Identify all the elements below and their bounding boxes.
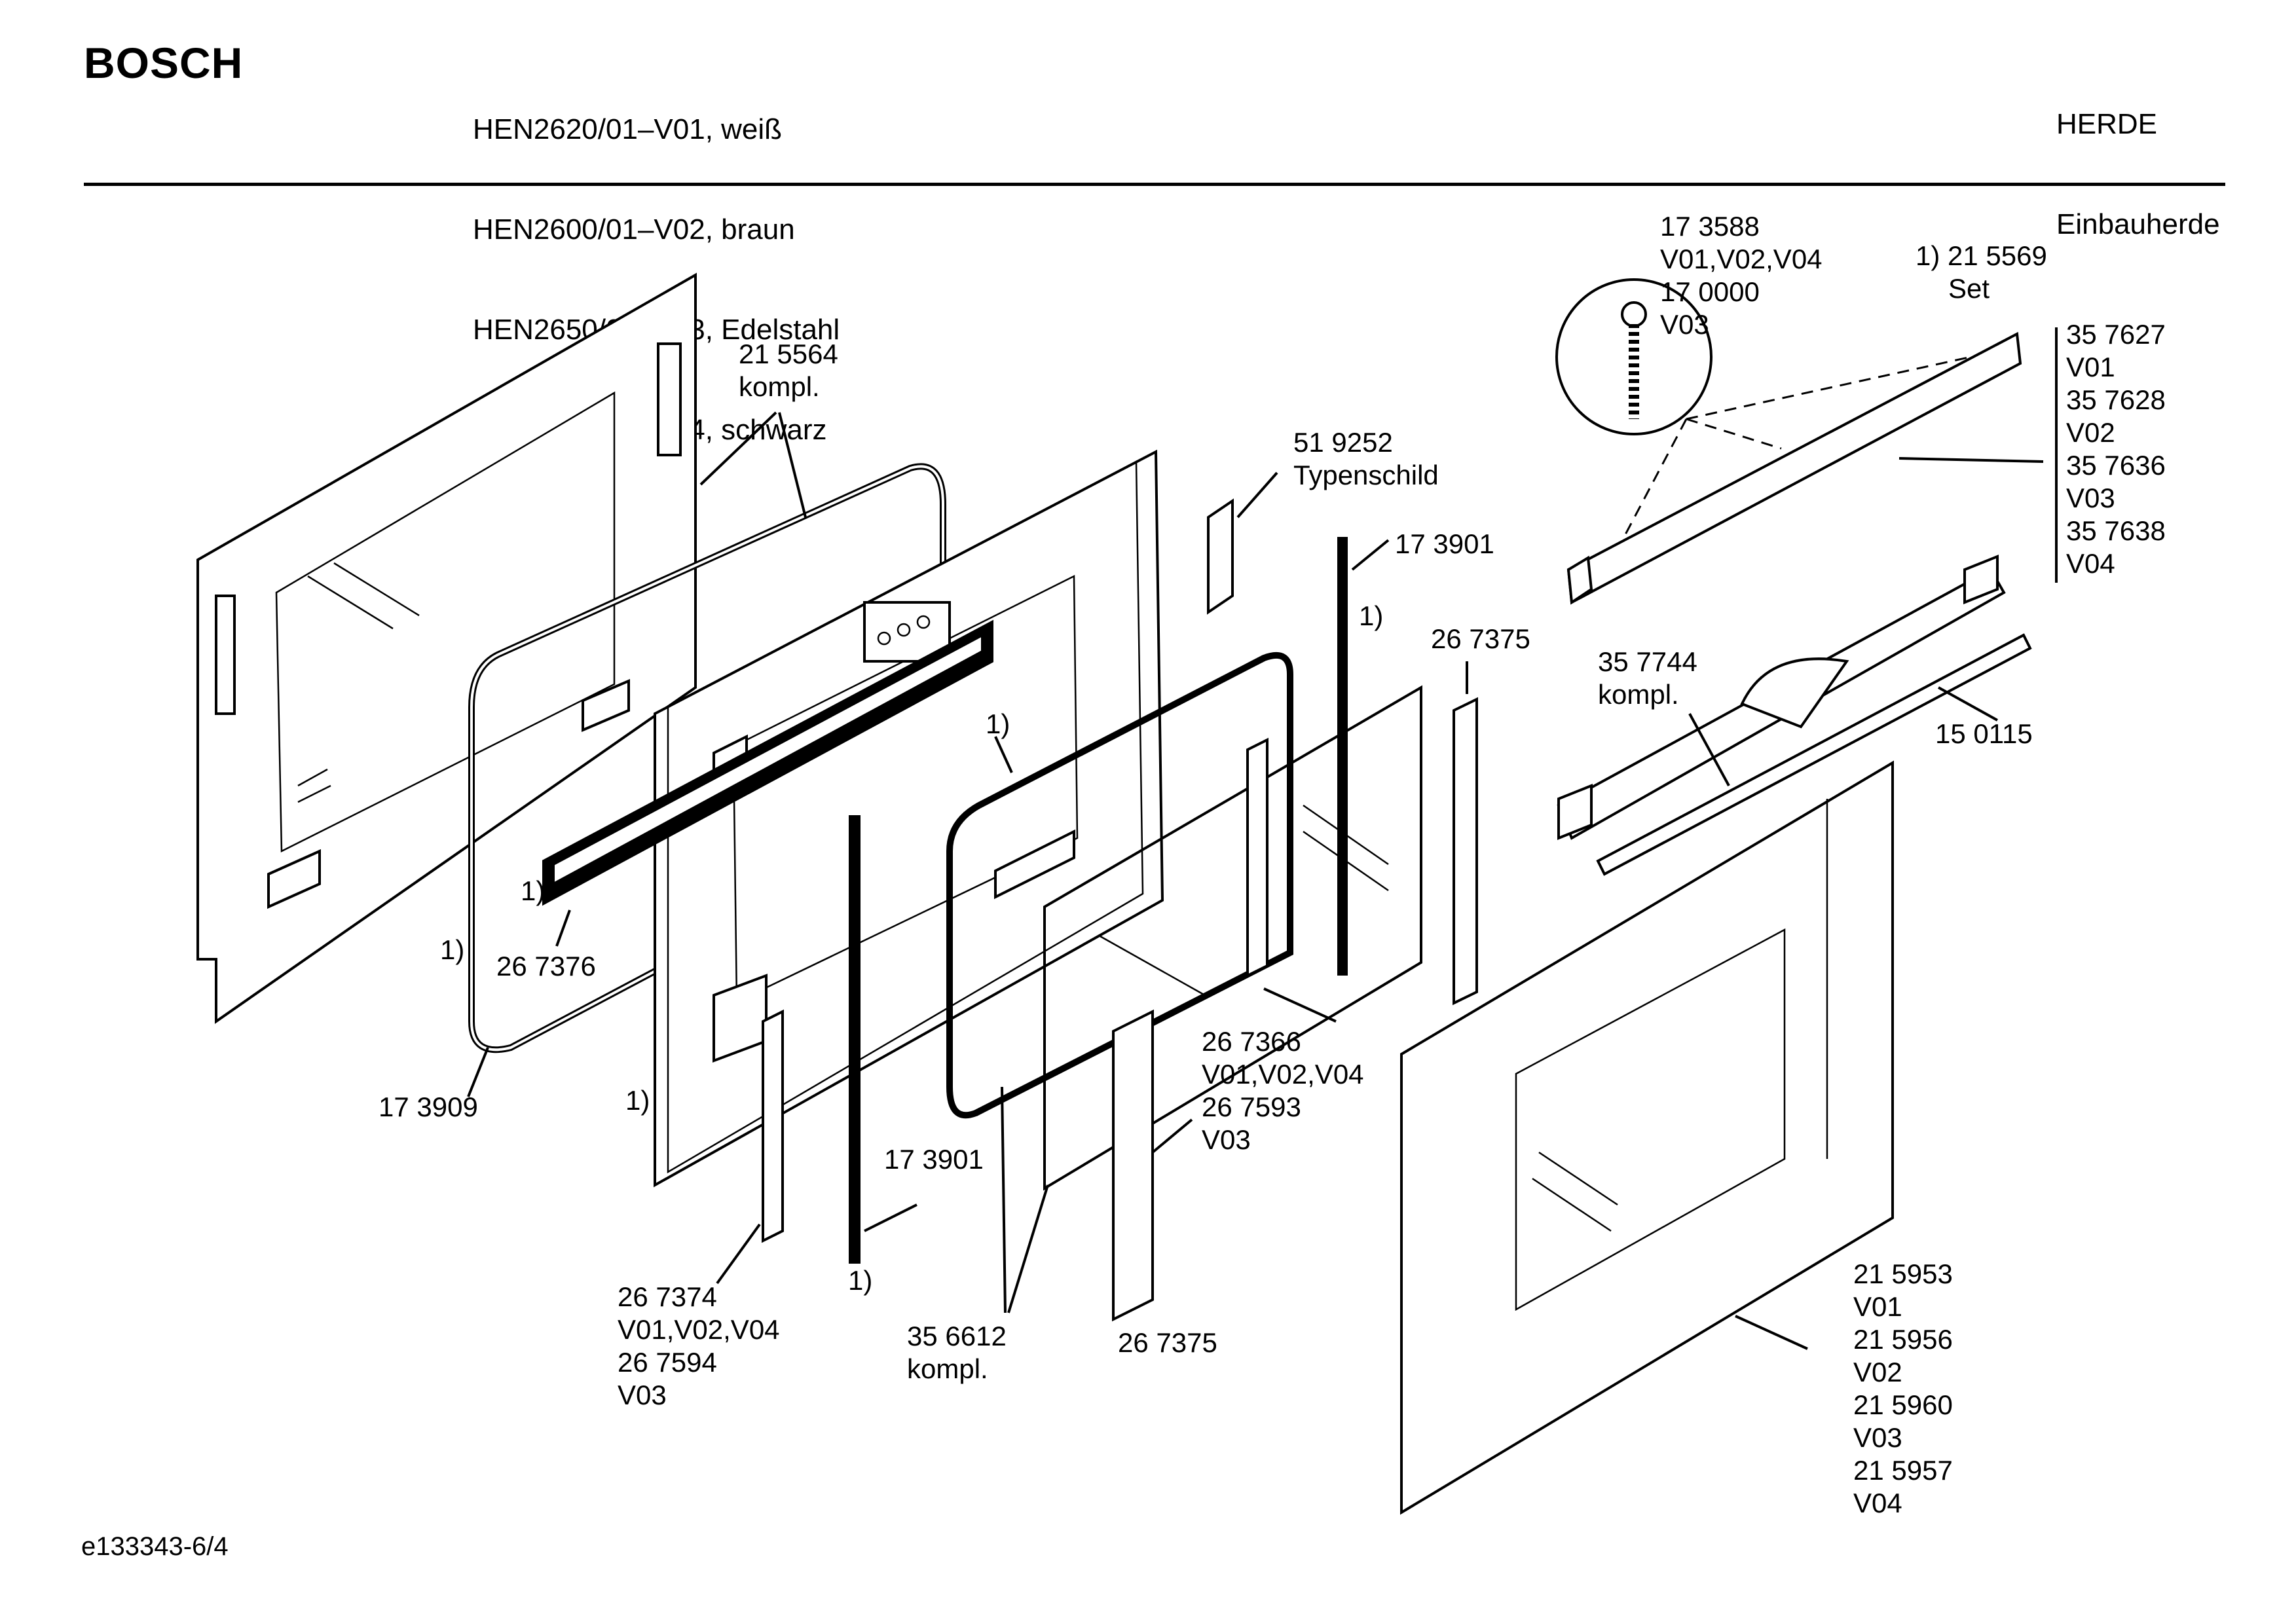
label-footnote: 1) — [440, 934, 464, 965]
hinge-rail-357744 — [1557, 555, 2006, 840]
rail-267375-a — [1453, 697, 1478, 1006]
top-trim-357627 — [1566, 331, 2022, 605]
label-267375-top: 26 7375 — [1431, 623, 1530, 654]
label-footnote: 1) — [848, 1265, 872, 1296]
label-173909: 17 3909 — [379, 1091, 478, 1122]
front-frame-panel — [1400, 760, 1894, 1515]
document-id: e133343-6/4 — [81, 1532, 229, 1561]
model-line: HEN2600/01–V02, braun — [473, 213, 795, 246]
brand-logo: BOSCH — [84, 39, 244, 87]
screw-173588 — [1555, 278, 1713, 435]
label-footnote: 1) — [1359, 600, 1383, 631]
label-173901-top: 17 3901 — [1395, 528, 1494, 559]
label-150115: 15 0115 — [1935, 718, 2033, 749]
category-block: HERDE Einbauherde — [2056, 41, 2220, 274]
header-rule — [84, 183, 2225, 186]
label-267375-bottom: 26 7375 — [1118, 1327, 1217, 1358]
label-173901-bottom: 17 3901 — [884, 1144, 984, 1175]
inner-glass-gasket — [946, 652, 1293, 1119]
category-subtitle: Einbauherde — [2056, 208, 2220, 240]
label-footnote: 1) — [986, 708, 1010, 739]
type-plate-519252 — [1207, 498, 1234, 615]
bracket-267366 — [1246, 737, 1268, 978]
category-title: HERDE — [2056, 108, 2158, 140]
outer-glass-panel — [196, 272, 697, 1024]
inner-door-frame — [654, 449, 1164, 1188]
label-footnote: 1) — [521, 875, 545, 906]
middle-glass-panel — [1043, 685, 1422, 1191]
rail-267375-b — [1112, 1009, 1154, 1322]
bracket-267374 — [762, 1009, 784, 1243]
model-line: HEN2620/01–V01, weiß — [473, 113, 783, 145]
label-footnote: 1) — [625, 1085, 650, 1116]
label-267376: 26 7376 — [496, 951, 596, 981]
strip-150115 — [1596, 633, 2032, 876]
leader-lines — [467, 327, 2058, 1350]
